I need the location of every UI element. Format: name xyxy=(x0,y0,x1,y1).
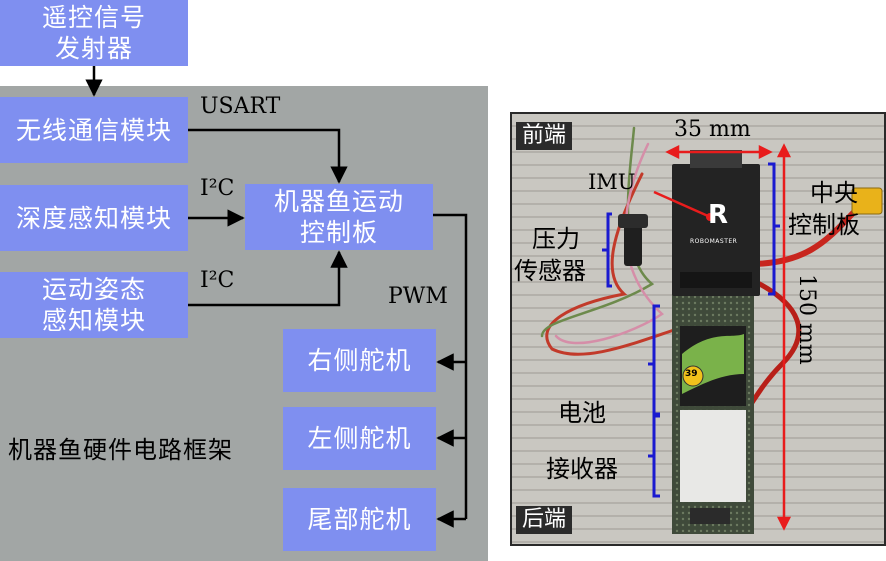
block-line: 尾部舵机 xyxy=(307,505,412,534)
central-board-bracket xyxy=(768,162,780,296)
motion-controller-block: 机器鱼运动 控制板 xyxy=(245,184,433,250)
photo-drawing xyxy=(540,126,883,534)
depth-sensing-block: 深度感知模块 xyxy=(0,185,188,251)
receiver-bracket xyxy=(648,414,660,498)
receiver-plug xyxy=(690,508,730,524)
pwm-label: PWM xyxy=(388,284,448,309)
board-logo: R xyxy=(708,200,729,230)
block-line: 机器鱼运动 xyxy=(273,187,404,216)
connector-i2c-attitude xyxy=(188,250,348,307)
block-line: 发射器 xyxy=(54,34,133,63)
block-line: 左侧舵机 xyxy=(307,424,412,453)
left-servo-block: 左侧舵机 xyxy=(283,407,436,470)
rear-tag: 后端 xyxy=(516,506,573,534)
width-dimension-label: 35 mm xyxy=(674,117,751,142)
imu-pointer-line xyxy=(653,190,709,218)
board-connector-top xyxy=(690,150,742,168)
usart-label: USART xyxy=(200,94,281,119)
pressure-sensor-label-line2: 传感器 xyxy=(514,257,586,285)
connector-usart xyxy=(188,128,348,184)
imu-label: IMU xyxy=(588,170,636,194)
imu-pointer-dot xyxy=(706,213,714,221)
width-arrow-right-head xyxy=(758,144,773,160)
connector-pwm-bus xyxy=(433,213,468,519)
pressure-sensor-label-line1: 压力 xyxy=(532,225,580,253)
block-line: 无线通信模块 xyxy=(15,115,172,145)
front-tag: 前端 xyxy=(516,122,573,150)
block-line: 控制板 xyxy=(299,218,378,247)
diagram-caption: 机器鱼硬件电路框架 xyxy=(8,436,233,464)
i2c-attitude-label: I²C xyxy=(200,268,235,293)
i2c-depth-label: I²C xyxy=(200,176,235,201)
right-servo-block: 右侧舵机 xyxy=(283,329,436,392)
attitude-sensing-block: 运动姿态 感知模块 xyxy=(0,272,188,338)
block-line: 遥控信号 xyxy=(41,3,146,32)
pressure-sensor-cap xyxy=(618,214,648,228)
wireless-module-block: 无线通信模块 xyxy=(0,97,188,163)
board-pin-header xyxy=(680,272,752,288)
battery-sticker xyxy=(682,365,704,387)
wire-right-red xyxy=(747,206,860,267)
battery-label: 电池 xyxy=(558,399,606,427)
board-brand-mark: ROBOMASTER xyxy=(690,238,738,245)
central-board xyxy=(672,164,760,296)
hardware-photo: 前端 后端 35 mm 150 mm IMU 压力 传感器 中央 控制板 电池 … xyxy=(510,112,886,546)
block-line: 右侧舵机 xyxy=(307,346,412,375)
central-board-label-line1: 中央 xyxy=(810,179,858,207)
tail-servo-block: 尾部舵机 xyxy=(283,488,436,551)
xt60-connector xyxy=(851,187,883,215)
block-line: 感知模块 xyxy=(41,306,146,335)
pressure-bracket xyxy=(602,212,612,288)
width-arrow-left-head xyxy=(665,144,680,160)
length-arrow-bottom-head xyxy=(776,516,792,531)
wire-left-pink xyxy=(554,142,665,345)
remote-transmitter-block: 遥控信号 发射器 xyxy=(0,0,188,66)
receiver-label: 接收器 xyxy=(546,455,618,483)
wire-left-green xyxy=(540,126,655,338)
battery-bracket xyxy=(648,304,660,416)
length-arrow-top-head xyxy=(776,143,792,158)
pressure-sensor-body xyxy=(624,218,642,266)
central-board-label-line2: 控制板 xyxy=(788,211,860,239)
wire-left-red xyxy=(545,172,679,356)
receiver-module xyxy=(680,410,746,502)
battery-sticker-number: 39 xyxy=(685,369,698,379)
length-dimension-label: 150 mm xyxy=(794,274,819,365)
block-line: 深度感知模块 xyxy=(15,203,172,233)
block-line: 运动姿态 xyxy=(41,275,146,304)
wire-right-red2 xyxy=(741,276,802,417)
